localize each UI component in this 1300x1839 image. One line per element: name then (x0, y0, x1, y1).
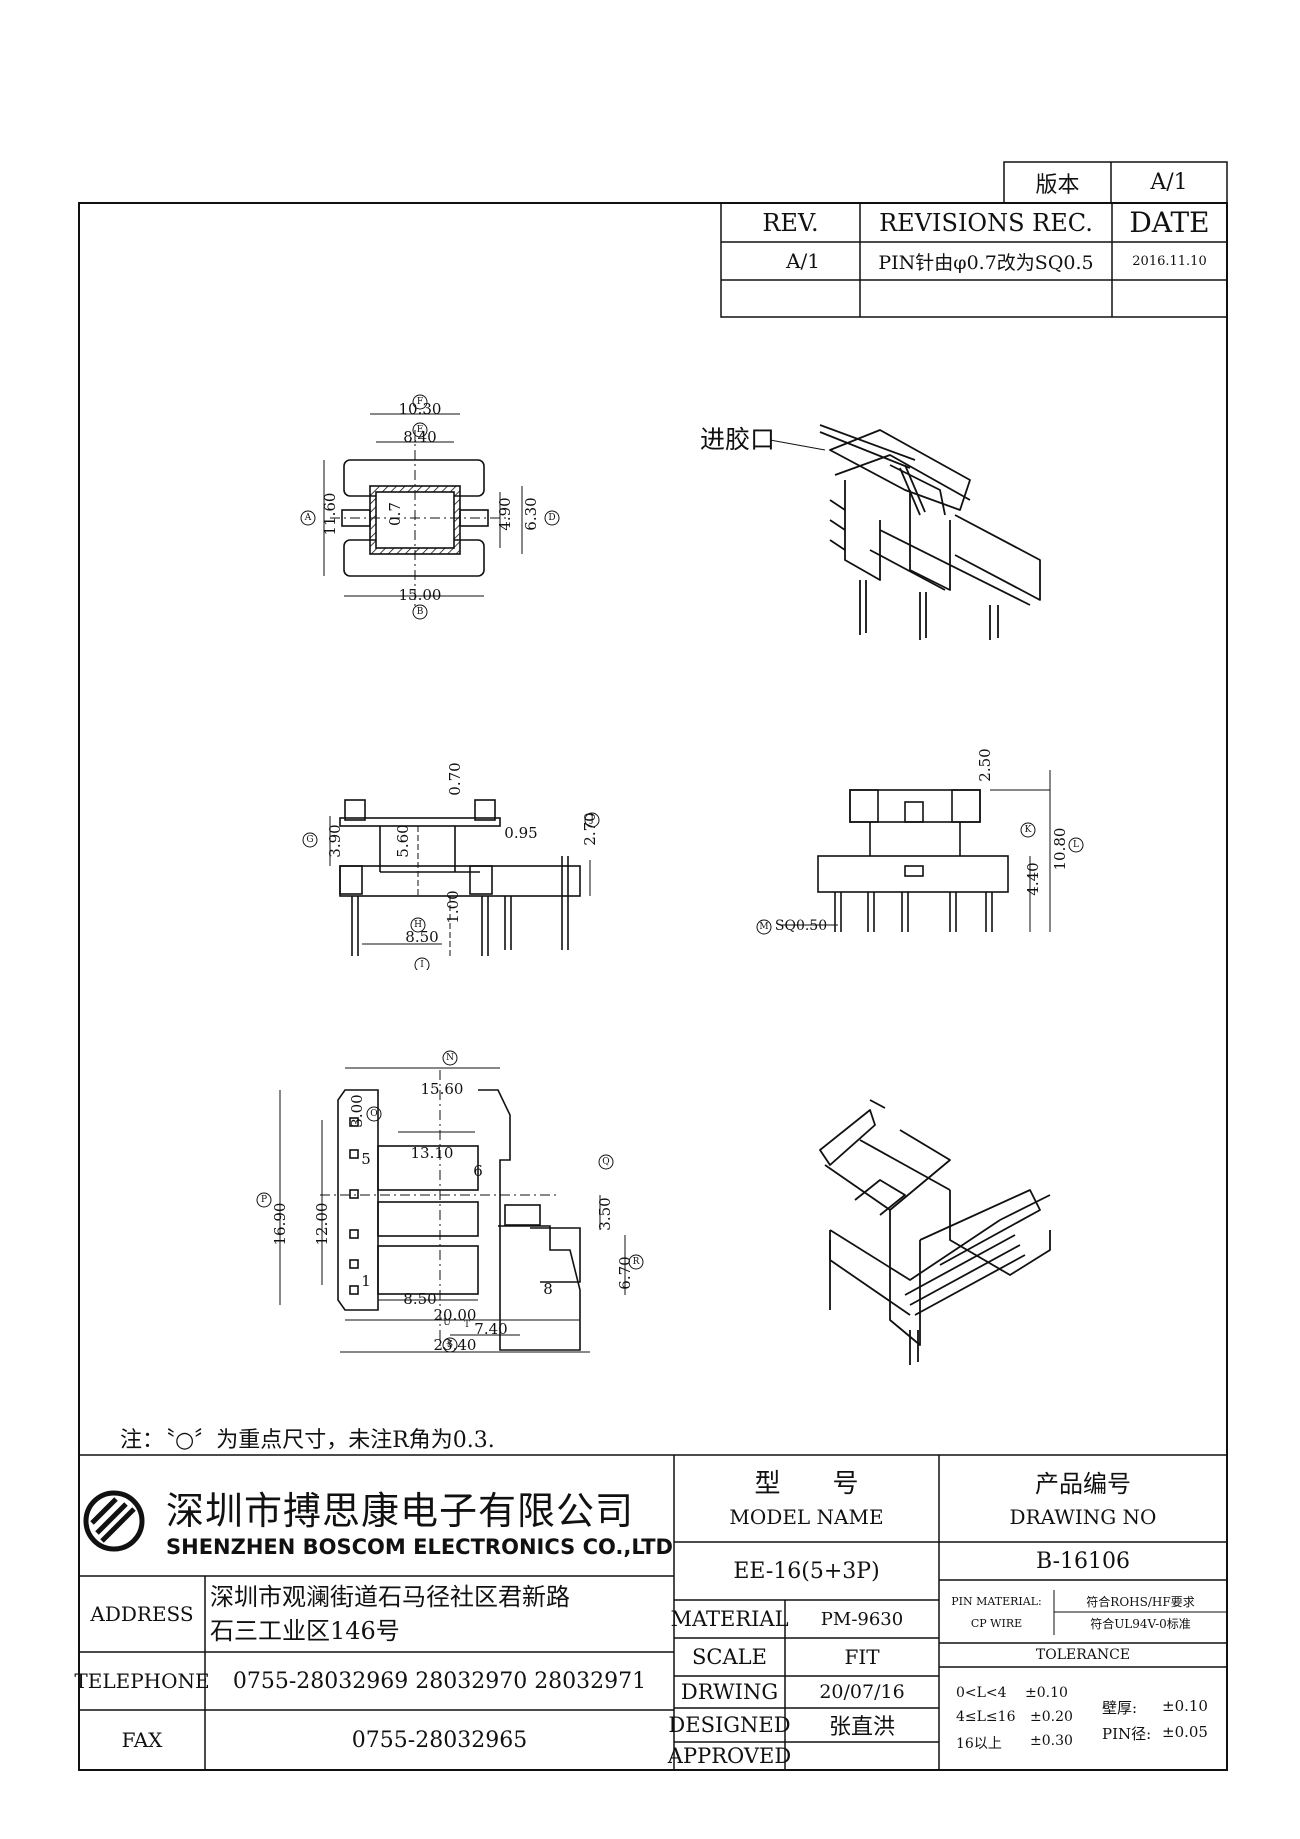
bottom-dim-15-60: 15.60 (420, 1080, 464, 1098)
pin-label-1: 1 (361, 1272, 371, 1290)
cp-wire-value: 符合UL94V-0标准 (1090, 1617, 1191, 1631)
pin-diameter-label: PIN径: (1102, 1725, 1152, 1743)
gate-callout: 进胶口 (700, 425, 776, 454)
bottom-dim-7-40: 7.40 (474, 1320, 508, 1338)
marker-d: D (548, 513, 556, 523)
marker-g: G (306, 835, 314, 845)
side-view (756, 770, 1084, 935)
drawing-no-value: B-16106 (1036, 1548, 1130, 1574)
address-line-2: 石三工业区146号 (210, 1617, 400, 1645)
wall-label: 壁厚: (1102, 1699, 1138, 1717)
marker-j: J (590, 815, 594, 825)
tol-value-1: ±0.10 (1025, 1685, 1068, 1701)
scale-label: SCALE (692, 1645, 767, 1669)
isometric-view-top (770, 424, 1041, 640)
drawing-label: DRWING (680, 1680, 779, 1704)
bottom-dim-23-40: 23.40 (433, 1336, 477, 1354)
front-dim-8-50: 8.50 (405, 928, 439, 946)
isometric-view-bottom (819, 1099, 1051, 1365)
rev-row-1-date: 2016.11.10 (1132, 253, 1207, 269)
model-value: EE-16(5+3P) (733, 1558, 880, 1584)
telephone-label: TELEPHONE (74, 1669, 210, 1693)
rev-row-1-record: PIN针由φ0.7改为SQ0.5 (878, 251, 1094, 274)
marker-a: A (304, 513, 312, 523)
fax-label: FAX (121, 1728, 163, 1752)
date-header: DATE (1129, 206, 1210, 239)
model-label-en: MODEL NAME (729, 1505, 884, 1529)
designed-label: DESIGNED (668, 1713, 791, 1737)
tol-value-3: ±0.30 (1030, 1733, 1073, 1749)
bottom-dim-20-00: 20.00 (433, 1306, 477, 1324)
pin-material-label: PIN MATERIAL: (951, 1594, 1042, 1608)
side-dim-sq0-50: SQ0.50 (774, 918, 828, 934)
marker-u: U (443, 1318, 451, 1328)
tol-range-2: 4≤L≤16 (956, 1709, 1016, 1725)
pin-diameter-tolerance: ±0.05 (1162, 1723, 1208, 1741)
marker-r: R (632, 1257, 640, 1267)
drawing-date: 20/07/16 (819, 1681, 905, 1703)
marker-q: Q (602, 1157, 610, 1167)
company-logo (83, 1490, 145, 1552)
top-dim-8-40: 8.40 (403, 428, 437, 446)
approved-label: APPROVED (667, 1744, 792, 1768)
company-name-en: SHENZHEN BOSCOM ELECTRONICS CO.,LTD (166, 1535, 673, 1559)
marker-b: B (416, 607, 424, 617)
address-line-1: 深圳市观澜街道石马径社区君新路 (210, 1583, 570, 1611)
marker-m: M (759, 922, 769, 932)
bottom-view (256, 1050, 644, 1353)
scale-value: FIT (844, 1645, 880, 1669)
marker-t: T (463, 1320, 470, 1330)
marker-i: I (420, 960, 424, 970)
front-view (302, 799, 600, 970)
material-value: PM-9630 (820, 1608, 904, 1630)
version-value: A/1 (1150, 170, 1188, 195)
model-label-cn: 型 号 (754, 1468, 859, 1499)
marker-l: L (1073, 840, 1079, 850)
note-text: 注：〝○〞为重点尺寸，未注R角为0.3. (120, 1428, 495, 1453)
marker-h: H (414, 920, 422, 930)
marker-n: N (446, 1053, 454, 1063)
marker-k: K (1024, 825, 1032, 835)
pin-material-value: 符合ROHS/HF要求 (1086, 1594, 1195, 1609)
top-view (300, 394, 560, 620)
version-label: 版本 (1035, 172, 1080, 198)
fax-value: 0755-28032965 (351, 1727, 528, 1753)
wall-tolerance: ±0.10 (1162, 1697, 1208, 1715)
rev-header: REV. (762, 208, 819, 237)
revision-table (720, 202, 1228, 318)
designer-value: 张直洪 (828, 1715, 895, 1740)
marker-o: O (370, 1109, 378, 1119)
pin-label-8: 8 (543, 1280, 553, 1298)
marker-e: E (416, 425, 424, 435)
company-name-cn: 深圳市搏思康电子有限公司 (166, 1489, 635, 1533)
tol-range-3: 16以上 (956, 1736, 1002, 1752)
marker-f: F (416, 397, 424, 407)
marker-p: P (260, 1195, 268, 1205)
address-block: 深圳市观澜街道石马径社区君新路 石三工业区146号 (210, 1580, 570, 1648)
drawing-no-label-cn: 产品编号 (1035, 1469, 1131, 1498)
pin-label-5: 5 (361, 1150, 371, 1168)
tolerance-title: TOLERANCE (1035, 1647, 1131, 1663)
drawing-no-label-en: DRAWING NO (1009, 1505, 1157, 1529)
tol-value-2: ±0.20 (1030, 1709, 1073, 1725)
telephone-value: 0755-28032969 28032970 28032971 (232, 1668, 647, 1694)
pin-label-6: 6 (473, 1162, 483, 1180)
revisions-header: REVISIONS REC. (879, 208, 1093, 237)
material-label: MATERIAL (670, 1607, 789, 1631)
front-dim-0-95: 0.95 (504, 824, 538, 842)
marker-s: S (446, 1340, 454, 1350)
bottom-dim-13-10: 13.10 (410, 1144, 454, 1162)
bottom-dim-8-50: 8.50 (403, 1290, 437, 1308)
top-dim-15-00: 15.00 (398, 586, 442, 604)
cp-wire-label: CP WIRE (970, 1617, 1023, 1630)
address-label: ADDRESS (90, 1602, 194, 1626)
rev-row-1-rev: A/1 (786, 249, 820, 273)
tol-range-1: 0<L<4 (956, 1685, 1007, 1701)
top-dim-10-30: 10.30 (398, 400, 442, 418)
